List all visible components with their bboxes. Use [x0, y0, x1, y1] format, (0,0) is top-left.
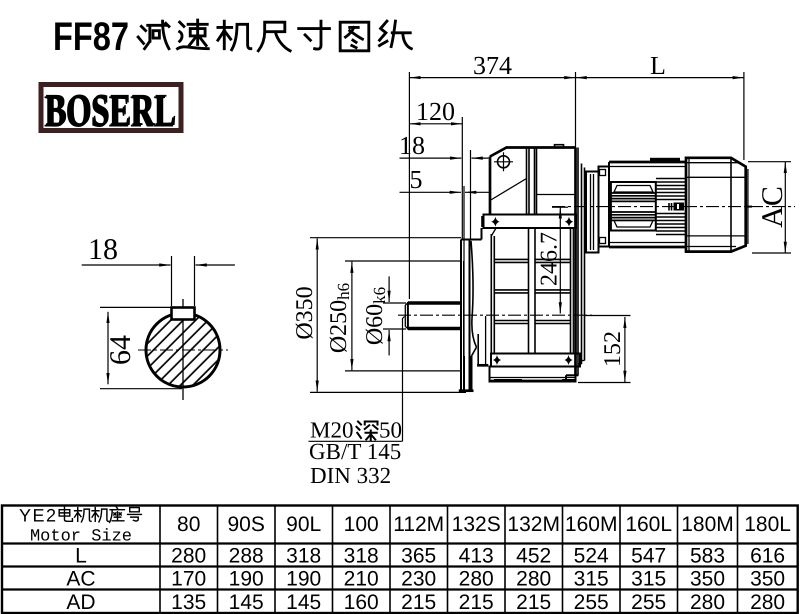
svg-text:160: 160	[344, 591, 379, 614]
svg-text:583: 583	[690, 545, 725, 568]
svg-text:210: 210	[344, 568, 379, 591]
svg-text:152: 152	[600, 331, 626, 367]
svg-text:145: 145	[229, 591, 264, 614]
svg-text:132M: 132M	[507, 513, 560, 536]
svg-text:GB/T 145: GB/T 145	[309, 439, 401, 464]
svg-text:524: 524	[574, 545, 609, 568]
svg-text:Ø350: Ø350	[292, 286, 318, 339]
svg-text:350: 350	[750, 568, 785, 591]
svg-text:90L: 90L	[286, 513, 321, 536]
svg-text:318: 318	[344, 545, 379, 568]
svg-text:BOSERL: BOSERL	[44, 86, 175, 137]
svg-text:280: 280	[459, 568, 494, 591]
svg-text:215: 215	[401, 591, 436, 614]
svg-text:280: 280	[750, 591, 785, 614]
svg-text:350: 350	[690, 568, 725, 591]
svg-text:365: 365	[401, 545, 436, 568]
svg-text:Motor Size: Motor Size	[30, 528, 132, 547]
svg-text:80: 80	[177, 513, 200, 536]
svg-text:YE2: YE2	[19, 506, 58, 526]
svg-text:DIN 332: DIN 332	[310, 463, 391, 488]
svg-text:280: 280	[171, 545, 206, 568]
svg-text:255: 255	[574, 591, 609, 614]
svg-text:170: 170	[171, 568, 206, 591]
svg-text:190: 190	[229, 568, 264, 591]
svg-text:120: 120	[416, 97, 455, 126]
svg-text:230: 230	[401, 568, 436, 591]
svg-text:616: 616	[750, 545, 785, 568]
svg-text:413: 413	[459, 545, 494, 568]
svg-text:374: 374	[473, 51, 512, 80]
svg-text:280: 280	[516, 568, 551, 591]
svg-text:50: 50	[379, 418, 402, 443]
svg-text:315: 315	[631, 568, 666, 591]
svg-text:160M: 160M	[565, 513, 618, 536]
svg-text:160L: 160L	[625, 513, 672, 536]
svg-text:145: 145	[286, 591, 321, 614]
svg-text:112M: 112M	[393, 513, 444, 536]
svg-text:215: 215	[459, 591, 494, 614]
svg-text:180L: 180L	[744, 513, 791, 536]
svg-text:64: 64	[104, 335, 137, 365]
svg-text:315: 315	[574, 568, 609, 591]
svg-text:100: 100	[344, 513, 379, 536]
svg-text:318: 318	[286, 545, 321, 568]
svg-text:547: 547	[631, 545, 666, 568]
svg-text:180M: 180M	[681, 513, 734, 536]
svg-text:Ø60k6: Ø60k6	[362, 287, 389, 345]
svg-text:190: 190	[286, 568, 321, 591]
svg-text:AD: AD	[66, 591, 95, 614]
svg-text:FF87: FF87	[53, 15, 129, 59]
svg-text:BOSERL: BOSERL	[46, 84, 177, 135]
svg-text:255: 255	[631, 591, 666, 614]
svg-text:90S: 90S	[228, 513, 265, 536]
svg-text:18: 18	[88, 233, 118, 266]
svg-text:AC: AC	[66, 568, 95, 591]
svg-text:M20: M20	[310, 418, 353, 443]
svg-text:18: 18	[399, 131, 425, 160]
svg-text:452: 452	[516, 545, 551, 568]
svg-text:135: 135	[171, 591, 206, 614]
svg-text:Ø250h6: Ø250h6	[326, 283, 353, 353]
svg-text:132S: 132S	[452, 513, 501, 536]
svg-text:5: 5	[410, 165, 423, 194]
svg-text:L: L	[75, 545, 87, 568]
svg-text:288: 288	[229, 545, 264, 568]
svg-text:215: 215	[516, 591, 551, 614]
svg-text:L: L	[650, 51, 666, 80]
svg-text:280: 280	[690, 591, 725, 614]
